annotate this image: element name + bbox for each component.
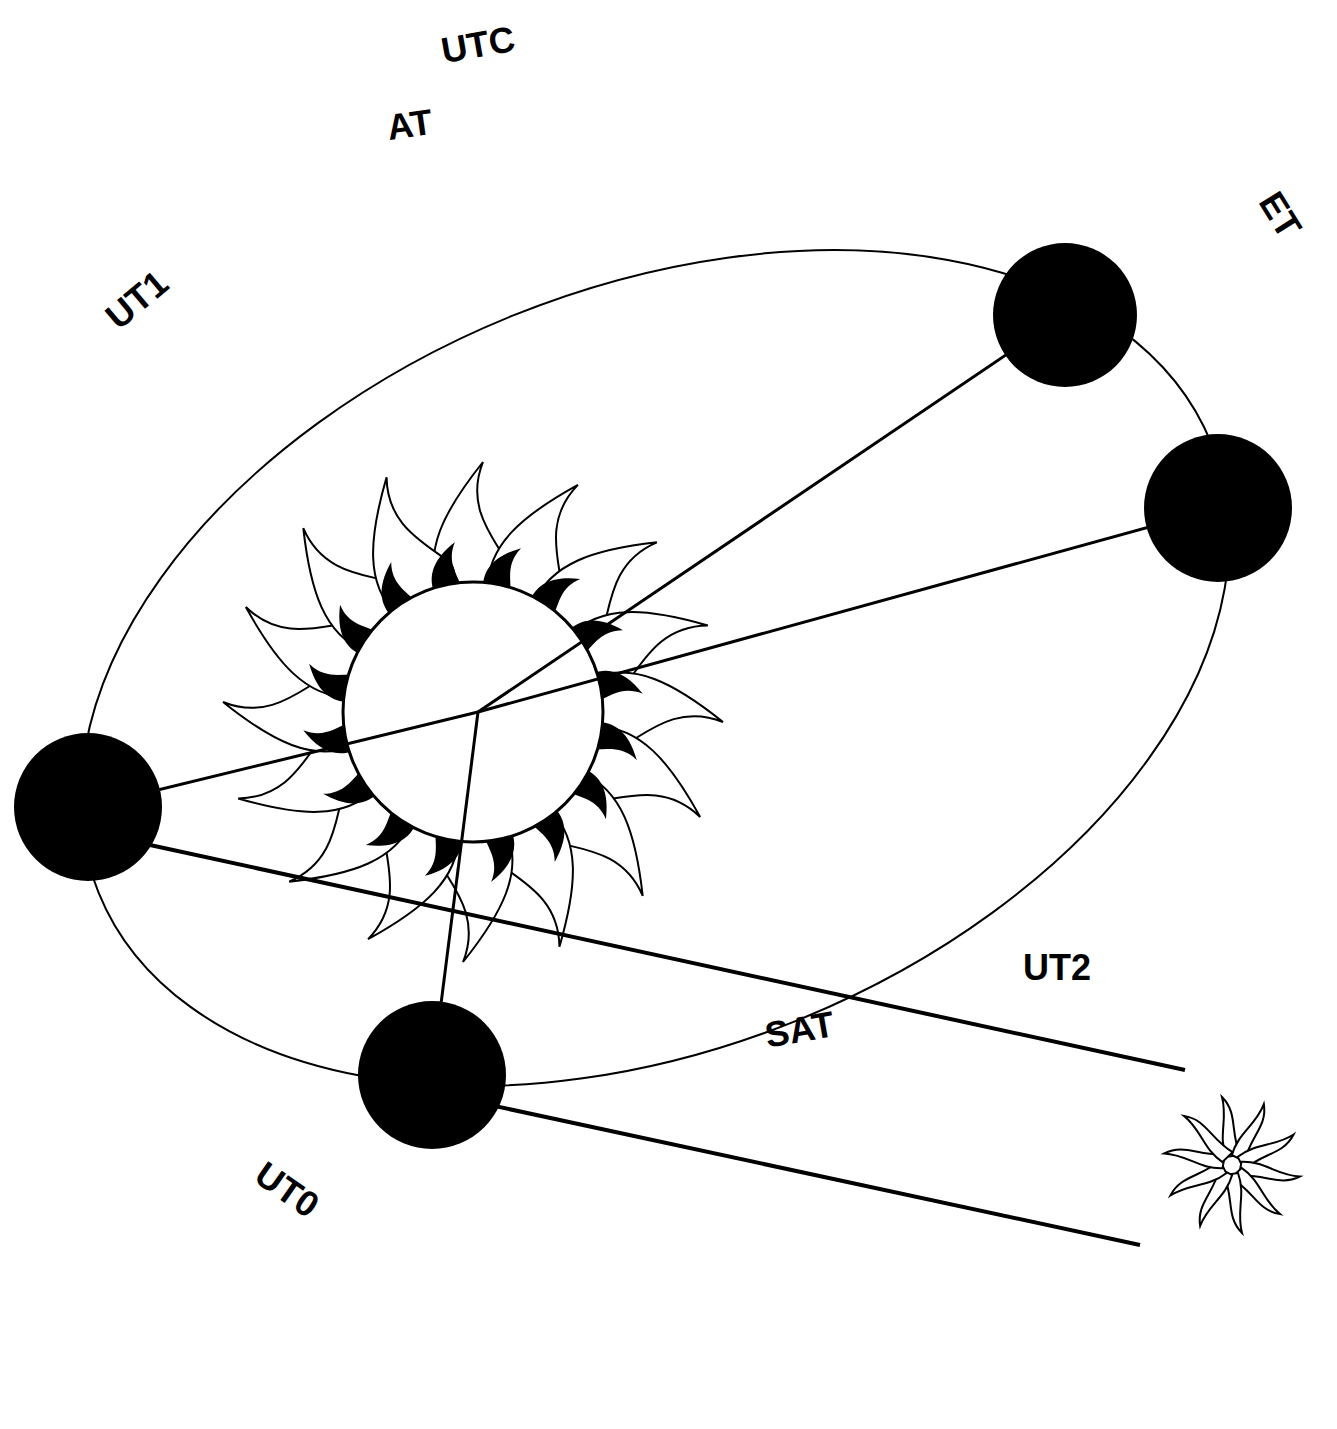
distant-star: [1164, 1097, 1300, 1233]
sight-lines: [88, 315, 1218, 1245]
time-scale-label: UTC: [438, 21, 517, 69]
time-scale-label: AT: [385, 104, 435, 146]
time-scale-label: UT1: [99, 264, 174, 335]
time-scale-label: ET: [1253, 186, 1308, 244]
orbit-ellipse: [0, 91, 1337, 1245]
time-scale-label: UT2: [1023, 950, 1091, 986]
time-scale-label: UT0: [249, 1156, 325, 1225]
earth-positions: [14, 243, 1292, 1149]
time-scale-label: SAT: [763, 1006, 838, 1053]
